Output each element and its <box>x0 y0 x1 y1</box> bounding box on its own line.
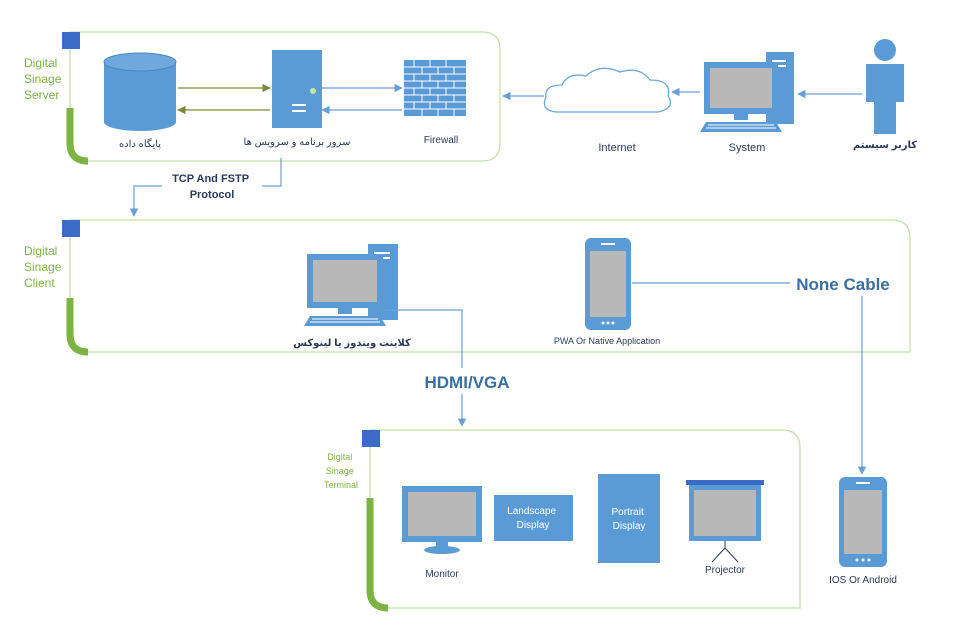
user-label: کاربر سیستم <box>853 140 917 151</box>
none-cable-label: None Cable <box>796 275 890 294</box>
client-group: Digital Sinage Client کلاینت ویندوز یا ل… <box>24 219 911 356</box>
portrait-display <box>598 474 660 563</box>
monitor-label: Monitor <box>425 569 459 580</box>
client-group-label: Digital Sinage Client <box>24 244 65 290</box>
portrait-label: Portrait Display <box>611 507 646 532</box>
monitor-icon <box>402 486 482 554</box>
server-group-label: Digital Sinage Server <box>24 56 65 102</box>
system-label: System <box>729 142 766 154</box>
projector-icon <box>686 480 764 563</box>
user-icon <box>866 39 904 134</box>
hdmi-label: HDMI/VGA <box>425 373 510 392</box>
smartphone-icon <box>839 477 887 567</box>
landscape-label: Landscape Display <box>507 506 559 531</box>
group-corner-marker <box>362 430 380 447</box>
pwa-label: PWA Or Native Application <box>554 336 660 346</box>
firewall-icon <box>404 60 466 116</box>
terminal-group: Digital Sinage Terminal Monitor Landscap… <box>324 429 801 612</box>
app-server-label: سرور برنامه و سرویس ها <box>244 137 351 148</box>
desktop-icon <box>700 52 794 132</box>
cloud-icon <box>543 67 672 113</box>
group-corner-marker <box>62 32 80 49</box>
firewall-label: Firewall <box>424 135 458 146</box>
database-label: پایگاه داده <box>119 138 161 150</box>
protocol-label: TCP And FSTP Protocol <box>172 173 252 201</box>
server-group: Digital Sinage Server پایگاه داده سرور ب… <box>24 31 501 165</box>
terminal-group-label: Digital Sinage Terminal <box>324 452 358 490</box>
server-icon <box>272 50 322 128</box>
database-icon <box>103 52 177 131</box>
landscape-display <box>494 495 573 541</box>
group-corner-marker <box>62 220 80 237</box>
mobile-label: IOS Or Android <box>829 575 897 586</box>
projector-label: Projector <box>705 565 746 576</box>
desktop-client-label: کلاینت ویندوز یا لینوکس <box>293 338 411 349</box>
smartphone-icon <box>585 238 631 330</box>
desktop-icon <box>304 244 398 326</box>
internet-label: Internet <box>598 142 635 154</box>
